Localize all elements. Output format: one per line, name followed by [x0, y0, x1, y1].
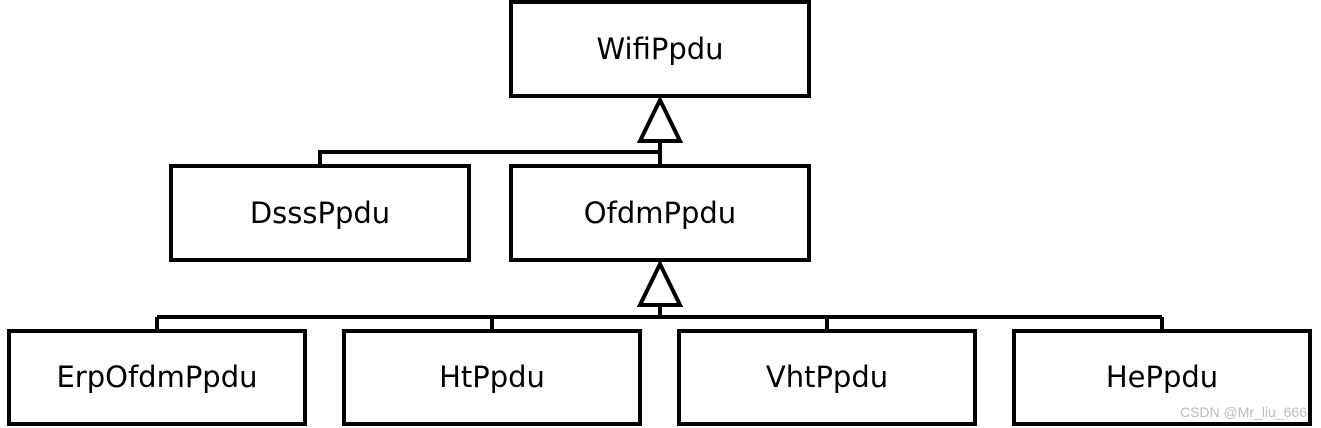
node-box	[342, 329, 642, 426]
edge-dsss-to-wifi	[318, 150, 660, 166]
inheritance-arrow-wifi	[636, 95, 684, 143]
node-box	[509, 0, 811, 98]
node-label: VhtPpdu	[766, 360, 888, 394]
node-label: OfdmPpdu	[584, 196, 736, 230]
node-label: ErpOfdmPpdu	[56, 360, 257, 394]
node-ofdmppdu: OfdmPpdu	[509, 164, 811, 262]
node-wifippdu: WifiPpdu	[509, 0, 811, 98]
node-box	[677, 329, 977, 426]
node-htppdu: HtPpdu	[342, 329, 642, 426]
node-label: HtPpdu	[439, 360, 545, 394]
node-dsssppdu: DsssPpdu	[169, 164, 471, 262]
watermark: CSDN @Mr_liu_666	[1179, 404, 1307, 420]
node-box	[169, 164, 471, 262]
edges-level-1	[318, 95, 684, 166]
node-label: WifiPpdu	[596, 32, 723, 66]
inheritance-arrow-ofdm	[636, 259, 684, 307]
edges-level-2	[155, 259, 1164, 331]
node-box	[7, 329, 307, 426]
node-label: HePpdu	[1106, 360, 1218, 394]
node-erpofdmppdu: ErpOfdmPpdu	[7, 329, 307, 426]
node-vhtppdu: VhtPpdu	[677, 329, 977, 426]
node-heppdu: HePpdu	[1012, 329, 1312, 426]
node-box	[1012, 329, 1312, 426]
node-label: DsssPpdu	[250, 196, 390, 230]
node-box	[509, 164, 811, 262]
